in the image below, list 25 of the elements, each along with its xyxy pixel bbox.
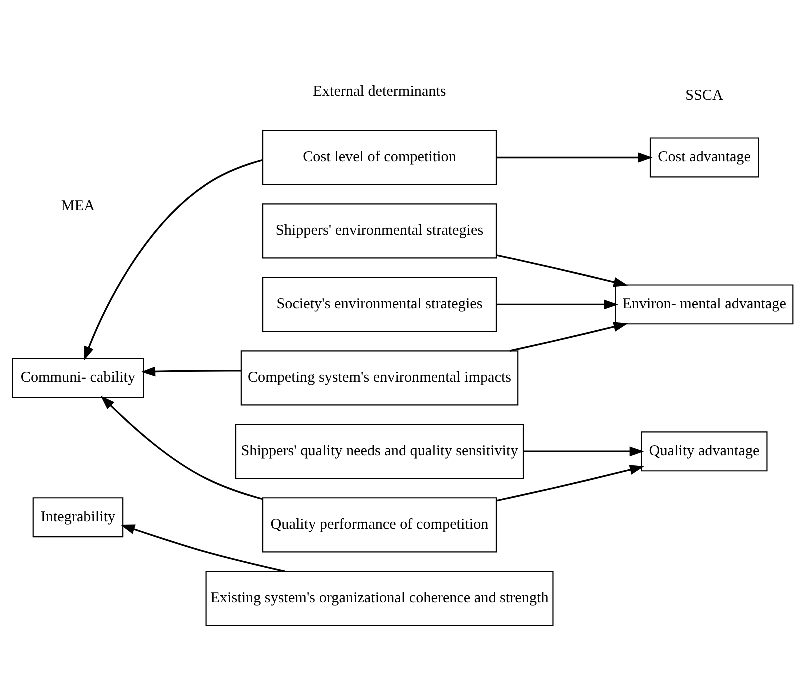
node-box: Environ- mental advantage xyxy=(615,284,794,325)
arrow xyxy=(496,465,644,502)
arrow xyxy=(141,366,242,377)
node-box: Shippers' quality needs and quality sensitivity xyxy=(235,424,524,480)
node-box: Quality advantage xyxy=(641,432,768,472)
arrow xyxy=(496,300,618,310)
arrow xyxy=(524,446,644,457)
arrow xyxy=(510,322,628,352)
node-box: Shippers' environmental strategies xyxy=(262,204,498,259)
label: External determinants xyxy=(313,84,446,100)
label: SSCA xyxy=(686,88,724,104)
arrow xyxy=(84,159,264,361)
node-box: Quality performance of competition xyxy=(262,498,498,553)
node-box: Existing system's organizational coherence and strength xyxy=(206,571,554,626)
label: MEA xyxy=(61,198,96,214)
node-box: Competing system's environmental impacts xyxy=(240,350,519,406)
arrow xyxy=(496,254,628,288)
node-box: Communi- cability xyxy=(12,358,144,398)
node-box: Integrability xyxy=(32,498,124,538)
node-box: Cost level of competition xyxy=(262,130,498,186)
arrow xyxy=(120,524,286,572)
arrow xyxy=(496,152,653,163)
arrow xyxy=(100,396,264,500)
node-box: Cost advantage xyxy=(650,138,760,178)
node-box: Society's environmental strategies xyxy=(262,277,498,332)
